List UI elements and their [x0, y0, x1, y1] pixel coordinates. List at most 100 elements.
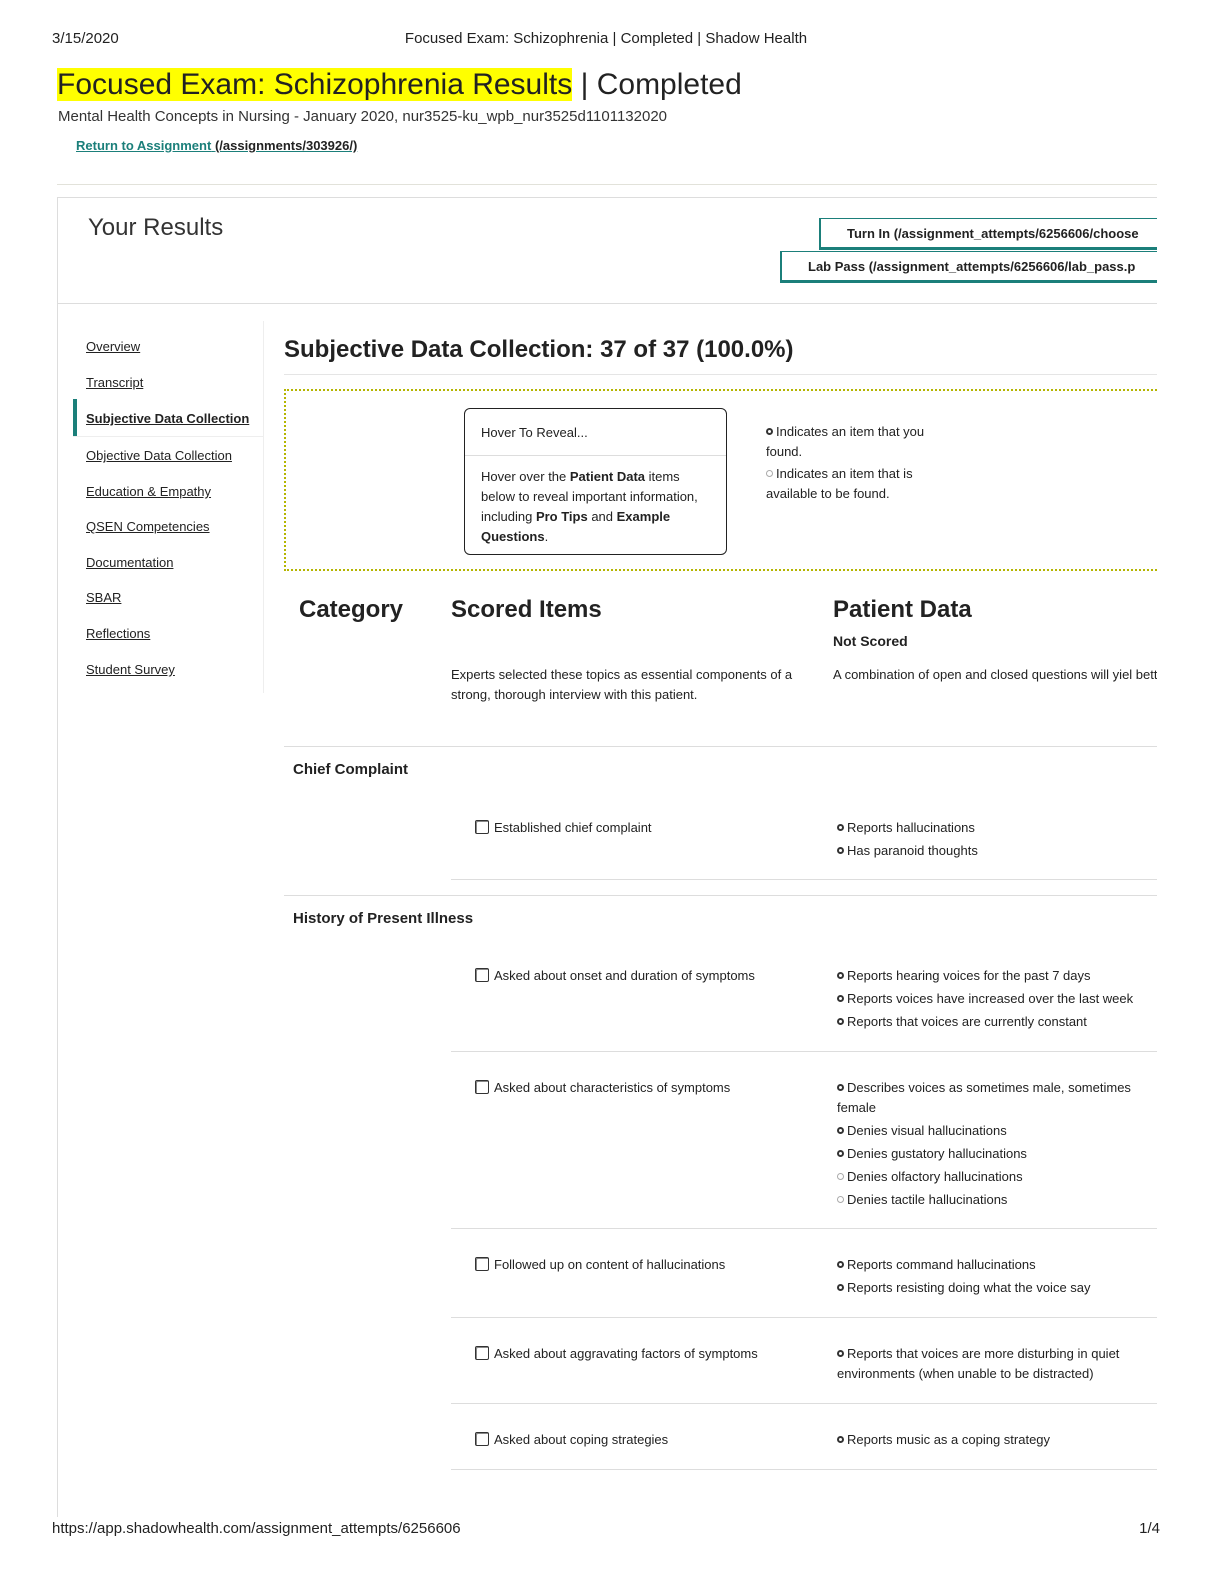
tooltip-heading: Hover To Reveal... [481, 425, 588, 440]
available-dot-icon [837, 1173, 844, 1180]
top-divider [57, 184, 1157, 185]
legend-found: Indicates an item that you found. [766, 422, 956, 462]
row-divider [451, 1403, 1157, 1404]
available-dot-icon [837, 1196, 844, 1203]
tooltip-bold-pro-tips: Pro Tips [535, 509, 588, 524]
patient-data-text: Reports that voices are currently consta… [847, 1014, 1087, 1029]
nav-item-sbar[interactable]: SBAR [86, 590, 122, 605]
patient-data-list: Reports music as a coping strategy [837, 1430, 1157, 1453]
print-header-date: 3/15/2020 [52, 30, 119, 47]
legend-found-text: Indicates an item that you found. [766, 424, 925, 459]
checkbox-icon [475, 820, 489, 834]
scored-item-label: Followed up on content of hallucinations [494, 1257, 726, 1272]
nav-item-objective-data-collection[interactable]: Objective Data Collection [86, 448, 232, 463]
patient-data-text: Reports resisting doing what the voice s… [847, 1280, 1091, 1295]
nav-item-qsen-competencies[interactable]: QSEN Competencies [86, 519, 210, 534]
scored-item-label: Asked about onset and duration of sympto… [494, 968, 755, 983]
scored-item-label: Asked about characteristics of symptoms [494, 1080, 731, 1095]
patient-data-list: Reports command hallucinations Reports r… [837, 1255, 1157, 1301]
found-dot-icon [837, 995, 844, 1002]
checkbox-icon [475, 1080, 489, 1094]
return-link-url: (/assignments/303926/) [214, 138, 358, 153]
found-dot-icon [837, 1084, 844, 1091]
patient-data-list: Describes voices as sometimes male, some… [837, 1078, 1157, 1213]
course-subtitle: Mental Health Concepts in Nursing - Janu… [58, 108, 668, 125]
patient-data-item[interactable]: Reports resisting doing what the voice s… [837, 1278, 1157, 1298]
patient-data-item[interactable]: Reports hearing voices for the past 7 da… [837, 966, 1157, 986]
found-dot-icon [837, 1150, 844, 1157]
results-card: Your Results Turn In (/assignment_attemp… [57, 197, 1157, 1517]
scored-item: Asked about aggravating factors of sympt… [475, 1346, 758, 1361]
not-scored-label: Not Scored [833, 633, 908, 649]
legend-box: Hover To Reveal... Hover over the Patien… [284, 389, 1157, 571]
row-divider [451, 1317, 1157, 1318]
print-footer: https://app.shadowhealth.com/assignment_… [52, 1520, 1160, 1540]
patient-data-item[interactable]: Has paranoid thoughts [837, 841, 1157, 861]
scored-item: Followed up on content of hallucinations [475, 1257, 725, 1272]
patient-data-item[interactable]: Denies gustatory hallucinations [837, 1144, 1157, 1164]
nav-active-underline [73, 436, 263, 437]
patient-data-item[interactable]: Reports that voices are more disturbing … [837, 1344, 1157, 1384]
patient-data-item[interactable]: Reports command hallucinations [837, 1255, 1157, 1275]
column-header-scored-items: Scored Items [451, 596, 602, 623]
tooltip-bold-patient-data: Patient Data [569, 469, 646, 484]
patient-data-text: Reports hearing voices for the past 7 da… [847, 968, 1091, 983]
results-sidenav: Overview Transcript Subjective Data Coll… [58, 321, 264, 693]
nav-item-student-survey[interactable]: Student Survey [86, 662, 175, 677]
section-title: Subjective Data Collection: 37 of 37 (10… [284, 336, 794, 363]
scored-item: Asked about characteristics of symptoms [475, 1080, 730, 1095]
turn-in-button[interactable]: Turn In (/assignment_attempts/6256606/ch… [819, 218, 1157, 250]
nav-item-transcript[interactable]: Transcript [86, 375, 144, 390]
lab-pass-button[interactable]: Lab Pass (/assignment_attempts/6256606/l… [780, 251, 1157, 283]
category-divider [284, 895, 1157, 896]
patient-data-text: Denies visual hallucinations [847, 1123, 1007, 1138]
patient-data-text: Reports voices have increased over the l… [847, 991, 1134, 1006]
legend-available: Indicates an item that is available to b… [766, 464, 956, 504]
patient-data-item[interactable]: Reports music as a coping strategy [837, 1430, 1157, 1450]
patient-data-item[interactable]: Denies visual hallucinations [837, 1121, 1157, 1141]
patient-data-item[interactable]: Denies olfactory hallucinations [837, 1167, 1157, 1187]
page-title-status: | Completed [572, 68, 742, 101]
patient-data-item[interactable]: Denies tactile hallucinations [837, 1190, 1157, 1210]
row-divider [451, 1051, 1157, 1052]
checkbox-icon [475, 1257, 489, 1271]
patient-data-list: Reports hallucinations Has paranoid thou… [837, 818, 1157, 864]
found-dot-icon [837, 824, 844, 831]
found-dot-icon [837, 1350, 844, 1357]
section-title-divider [284, 374, 1157, 375]
patient-data-description: A combination of open and closed questio… [833, 667, 1157, 682]
found-dot-icon [766, 428, 773, 435]
found-dot-icon [837, 1436, 844, 1443]
tooltip-text: Hover over the [481, 469, 570, 484]
scored-items-description: Experts selected these topics as essenti… [451, 667, 793, 702]
tooltip-body: Hover over the Patient Data items below … [481, 467, 712, 547]
your-results-heading: Your Results [88, 214, 224, 241]
return-link-label: Return to Assignment [76, 138, 212, 153]
patient-data-item[interactable]: Reports that voices are currently consta… [837, 1012, 1157, 1032]
column-header-category: Category [299, 596, 404, 623]
nav-item-documentation[interactable]: Documentation [86, 555, 174, 570]
nav-item-reflections[interactable]: Reflections [86, 626, 151, 641]
checkbox-icon [475, 968, 489, 982]
patient-data-text: Reports command hallucinations [847, 1257, 1036, 1272]
page-title-highlight: Focused Exam: Schizophrenia Results [57, 68, 573, 101]
tooltip-divider [465, 455, 726, 456]
patient-data-item[interactable]: Describes voices as sometimes male, some… [837, 1078, 1157, 1118]
patient-data-item[interactable]: Reports hallucinations [837, 818, 1157, 838]
patient-data-list: Reports hearing voices for the past 7 da… [837, 966, 1157, 1035]
return-to-assignment-link[interactable]: Return to Assignment (/assignments/30392… [76, 138, 357, 153]
category-history-of-present-illness: History of Present Illness [293, 910, 474, 927]
found-dot-icon [837, 1018, 844, 1025]
legend-available-text: Indicates an item that is available to b… [766, 466, 913, 501]
found-dot-icon [837, 1284, 844, 1291]
category-divider [284, 746, 1157, 747]
checkbox-icon [475, 1346, 489, 1360]
available-dot-icon [766, 470, 773, 477]
nav-item-overview[interactable]: Overview [86, 339, 141, 354]
patient-data-list: Reports that voices are more disturbing … [837, 1344, 1157, 1387]
patient-data-item[interactable]: Reports voices have increased over the l… [837, 989, 1157, 1009]
nav-item-education-empathy[interactable]: Education & Empathy [86, 484, 212, 499]
patient-data-text: Denies gustatory hallucinations [847, 1146, 1027, 1161]
nav-item-subjective-data-collection[interactable]: Subjective Data Collection [86, 411, 250, 426]
scored-item-label: Asked about aggravating factors of sympt… [494, 1346, 758, 1361]
